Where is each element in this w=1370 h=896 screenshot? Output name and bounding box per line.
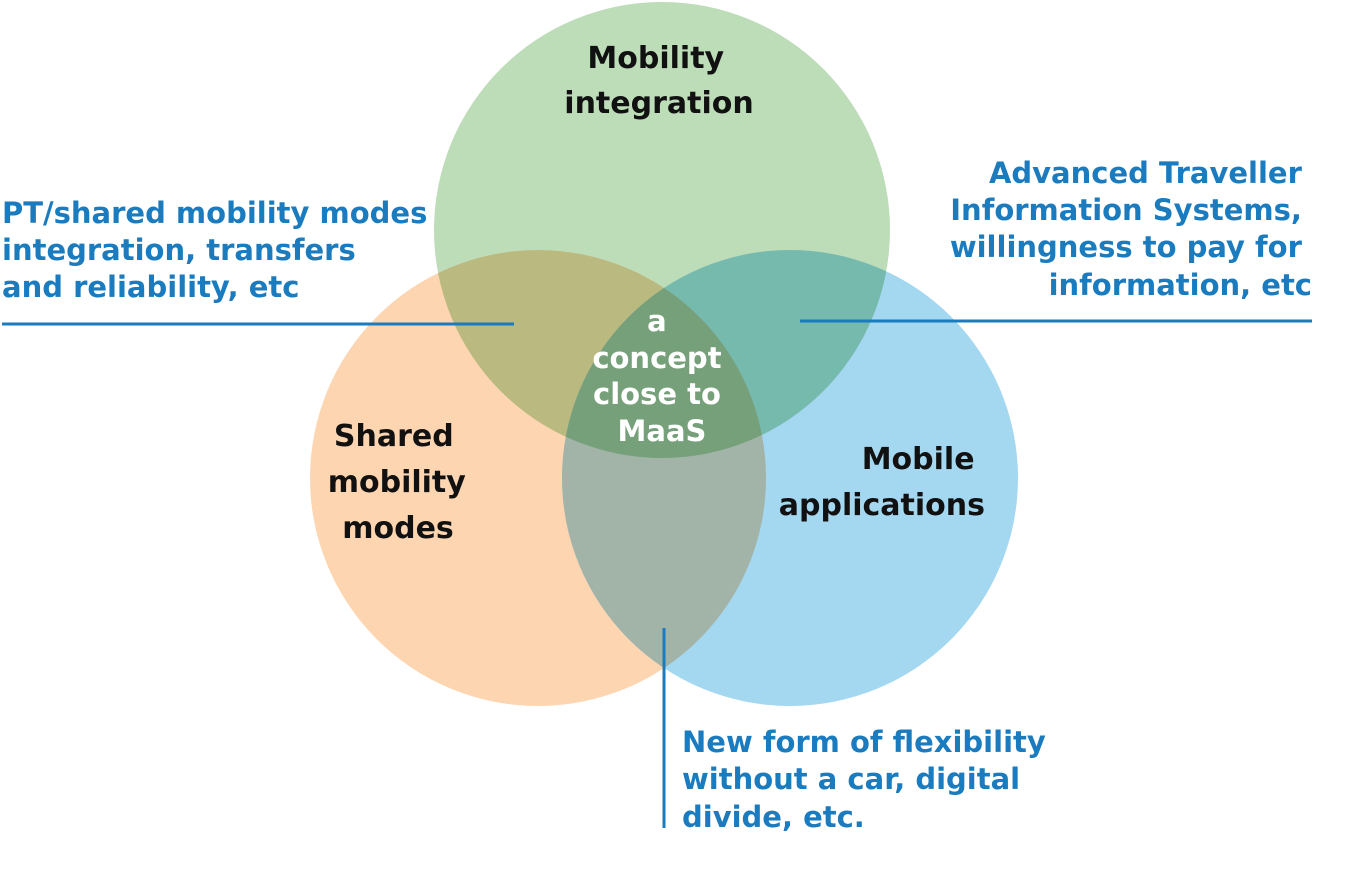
label-center-maas: a concept close to MaaS [592, 304, 731, 448]
annotation-pt-shared: PT/shared mobility modes integration, tr… [2, 196, 437, 304]
label-line: integration [564, 86, 753, 121]
annotation-line: PT/shared mobility modes [2, 196, 427, 230]
annotation-line: Information Systems, [950, 193, 1302, 227]
label-mobile-applications: Mobile applications [779, 442, 985, 523]
label-line: Mobility [587, 41, 724, 76]
label-line: concept [592, 341, 721, 375]
label-mobility-integration: Mobility integration [564, 41, 753, 121]
label-line: close to [593, 377, 721, 411]
label-line: Mobile [862, 442, 975, 477]
annotation-line: integration, transfers [2, 233, 356, 267]
annotation-line: willingness to pay for [950, 230, 1303, 264]
label-line: applications [779, 488, 985, 523]
annotation-atis: Advanced Traveller Information Systems, … [950, 156, 1312, 302]
annotation-line: divide, etc. [682, 800, 865, 834]
annotation-line: New form of flexibility [682, 725, 1046, 759]
label-line: modes [342, 511, 454, 546]
annotation-line: without a car, digital [682, 762, 1020, 796]
label-line: mobility [328, 465, 467, 500]
label-line: Shared [334, 419, 454, 454]
overlap-center [562, 250, 766, 458]
label-shared-mobility: Shared mobility modes [328, 419, 477, 546]
annotation-flexibility: New form of flexibility without a car, d… [682, 725, 1056, 834]
annotation-line: information, etc [1049, 268, 1312, 302]
annotation-line: Advanced Traveller [989, 156, 1303, 190]
label-line: a [647, 304, 667, 338]
label-line: MaaS [618, 414, 707, 448]
annotation-line: and reliability, etc [2, 270, 299, 304]
